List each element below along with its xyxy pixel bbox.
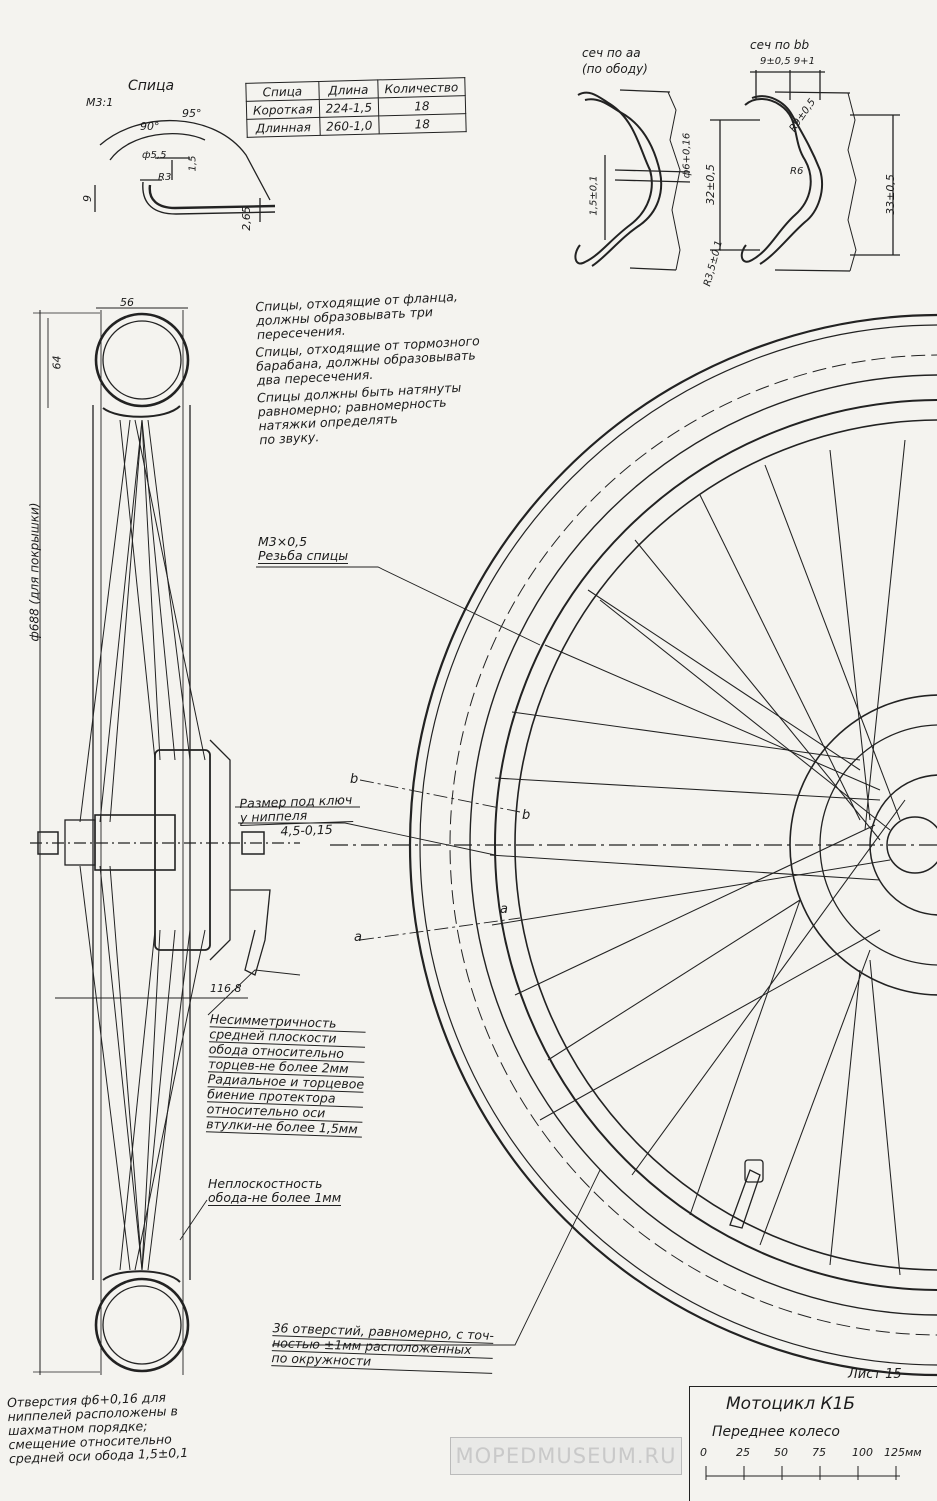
note-holes: 36 отверстий, равномерно, с точ-ностью ±… xyxy=(271,1320,494,1374)
dim-90: 90° xyxy=(140,120,160,133)
row-long-name: Длинная xyxy=(246,117,320,138)
scale-0: 0 xyxy=(700,1446,707,1459)
section-aa-subtitle: (по ободу) xyxy=(582,62,648,76)
dim-15: 1,5 xyxy=(187,155,199,172)
dim-265: 2,65 xyxy=(239,206,253,231)
scale-ruler xyxy=(705,1466,900,1480)
mark-b-right: b xyxy=(522,808,531,823)
row-long-qty: 18 xyxy=(378,113,466,134)
dim-95: 95° xyxy=(182,107,202,120)
section-bb-h32: 32±0,5 xyxy=(703,164,717,205)
dim-d55: ф5,5 xyxy=(142,150,167,161)
dim-r3: R3 xyxy=(158,172,172,183)
section-aa-title: сеч по аа xyxy=(582,46,641,60)
dim-64: 64 xyxy=(50,355,64,370)
row-short-name: Короткая xyxy=(246,99,320,120)
mark-a-left: a xyxy=(354,930,362,945)
watermark: MOPEDMUSEUM.RU xyxy=(450,1437,682,1475)
section-bb-r6: R6 xyxy=(790,166,804,177)
sheet-number: Лист 15 xyxy=(848,1367,902,1382)
row-short-length: 224-1,5 xyxy=(318,97,379,118)
dim-9: 9 xyxy=(81,195,94,202)
row-long-length: 260-1,0 xyxy=(319,115,380,136)
header-qty: Количество xyxy=(377,77,466,98)
front-view-wheel xyxy=(330,314,937,1376)
section-bb-h33: 33±0,5 xyxy=(883,174,897,215)
dim-688: ф688 (для покрышки) xyxy=(27,502,42,642)
part-name: Переднее колесо xyxy=(712,1424,840,1440)
header-spoke: Спица xyxy=(245,81,319,102)
section-bb-profile xyxy=(710,70,900,272)
title-block xyxy=(689,1386,937,1501)
spoke-title: Спица xyxy=(128,78,175,94)
thread-note: М3:1 xyxy=(86,96,114,109)
header-length: Длина xyxy=(318,79,379,100)
spoke-detail xyxy=(94,120,276,222)
scale-25: 25 xyxy=(736,1446,750,1459)
section-bb-width: 9±0,5 9+1 xyxy=(760,56,815,67)
side-view-wheel xyxy=(30,307,300,1375)
scale-125: 125мм xyxy=(884,1446,922,1459)
mark-b-left: b xyxy=(350,772,359,787)
scale-75: 75 xyxy=(812,1446,826,1459)
section-aa-offset: 1,5±0,1 xyxy=(588,175,600,216)
dim-56: 56 xyxy=(120,296,134,309)
section-aa-profile xyxy=(574,89,691,271)
section-bb-title: сеч по bb xyxy=(750,38,810,52)
scale-50: 50 xyxy=(774,1446,788,1459)
model-name: Мотоцикл К1Б xyxy=(726,1394,856,1414)
spoke-table: Спица Длина Количество Короткая 224-1,5 … xyxy=(245,77,466,138)
row-short-qty: 18 xyxy=(378,95,466,116)
section-aa-hole: ф6+0,16 xyxy=(681,132,693,179)
dim-116: 116,8 xyxy=(210,982,242,995)
mark-a-right: a xyxy=(500,902,508,917)
scale-100: 100 xyxy=(852,1446,873,1459)
